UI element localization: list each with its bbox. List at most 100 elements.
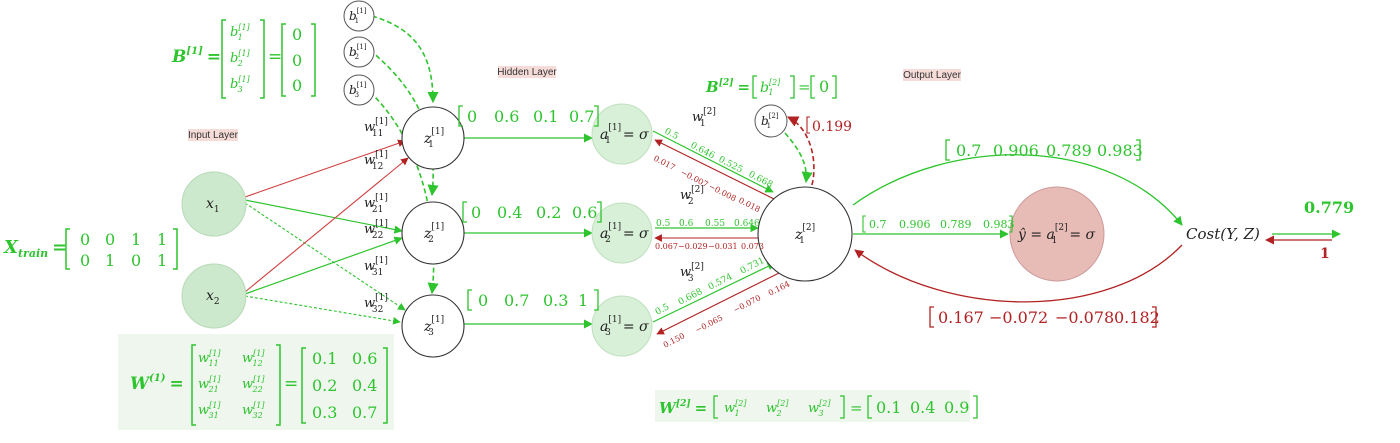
w2-val-3: 0.9 (944, 398, 969, 417)
edge-zout-a3-grad (656, 269, 786, 335)
svg-text:0.646: 0.646 (734, 219, 760, 229)
w1-r1c1: 0.1 (312, 349, 337, 368)
bias2-arrow (369, 49, 439, 197)
x2-label: x2 (206, 288, 220, 307)
bias-arrows (369, 15, 815, 295)
svg-text:w[1]12: w[1]12 (242, 349, 265, 368)
svg-text:0.983: 0.983 (1097, 141, 1143, 160)
edge-x2-z3 (244, 295, 401, 325)
svg-text:0.150: 0.150 (662, 331, 686, 349)
svg-text:−0.072: −0.072 (989, 308, 1048, 327)
input-layer-tag (188, 129, 238, 141)
svg-text:0.789: 0.789 (1046, 141, 1092, 160)
bottom-arc-vector: 0.167 −0.072 −0.078 0.182 (929, 306, 1160, 328)
a3-node (591, 295, 653, 357)
svg-text:b[1]3: b[1]3 (230, 75, 251, 94)
x1-node (181, 171, 247, 237)
z2-label: z[1]2 (423, 222, 444, 245)
yhat-label: ŷ = a[2]1= σ (1017, 223, 1096, 246)
input-layer-label: Input Layer (188, 130, 239, 141)
xtrain-r1c3: 1 (131, 230, 141, 249)
svg-text:w[1]22: w[1]22 (242, 375, 265, 394)
w1-r2c2: 0.4 (352, 376, 377, 395)
z2-vec-2: 0.2 (536, 203, 561, 222)
svg-text:0.017: 0.017 (652, 154, 676, 172)
svg-text:−0.029: −0.029 (678, 242, 708, 251)
svg-text:0.7: 0.7 (869, 218, 887, 231)
a2-label: a[1]2= σ (600, 222, 649, 245)
w3-out-label: w[2]3 (680, 262, 704, 284)
b2-label: b[1]2 (349, 43, 367, 61)
cost-label: Cost(Y, Z) (1186, 225, 1260, 243)
hidden-layer-label: Hidden Layer (497, 67, 557, 78)
svg-text:b[1]1: b[1]1 (230, 23, 251, 42)
z2-vec-3: 0.6 (572, 203, 597, 222)
hidden-layer-tag (498, 66, 556, 78)
b1-val-2: 0 (292, 51, 302, 70)
svg-text:w[2]2: w[2]2 (766, 399, 789, 418)
svg-text:0.5: 0.5 (663, 127, 681, 143)
svg-text:−0.065: −0.065 (694, 313, 724, 334)
b-out-grad-value: 0.199 (812, 119, 852, 135)
b1-val-3: 0 (292, 76, 302, 95)
svg-text:w[1]11: w[1]11 (198, 349, 221, 368)
a1-node (591, 103, 653, 165)
forward-arc (852, 154, 1183, 226)
svg-text:0.789: 0.789 (940, 218, 972, 231)
svg-text:0.983: 0.983 (983, 218, 1015, 231)
bias3-arrow (369, 91, 439, 295)
svg-text:b[2]1: b[2]1 (760, 78, 781, 97)
svg-text:0.668: 0.668 (677, 287, 705, 308)
svg-text:0.5: 0.5 (654, 302, 672, 318)
b2-val: 0 (819, 77, 829, 96)
cost-value: 0.779 (1304, 198, 1354, 217)
weight-labels: w[1]11 w[1]12 w[1]21 w[1]22 w[1]31 w[1]3… (364, 107, 716, 315)
xtrain-r2c4: 1 (157, 251, 167, 270)
yhat-node (1009, 186, 1105, 282)
b1-label: b[1]1 (349, 7, 367, 25)
svg-text:0.55: 0.55 (705, 219, 725, 229)
w11-label: w[1]11 (364, 117, 388, 139)
svg-text:0.067: 0.067 (655, 242, 678, 251)
node-labels: x1 x2 z[1]1 z[1]2 z[1]3 a[1]1= σ a[1]2= … (206, 7, 1260, 338)
svg-text:w[2]3: w[2]3 (808, 399, 831, 418)
b-out-gradient: 0.199 (806, 116, 852, 135)
z3-vec-1: 0.7 (504, 291, 529, 310)
svg-text:0.167: 0.167 (938, 308, 984, 327)
w21-label: w[1]21 (364, 193, 388, 215)
b-out-node (754, 104, 788, 138)
svg-text:0.182: 0.182 (1114, 308, 1160, 327)
a3-edge-values: 0.5 0.668 0.574 0.731 0.150 −0.065 −0.07… (654, 256, 791, 350)
svg-text:=: = (284, 374, 298, 394)
svg-text:=: = (798, 78, 811, 96)
xtrain-r2c3: 0 (131, 251, 141, 270)
svg-text:w[1]32: w[1]32 (242, 401, 265, 420)
z3-vec-2: 0.3 (543, 291, 568, 310)
bias-out-arrow (784, 132, 813, 184)
bias-out-grad-arrow (786, 116, 815, 186)
b1-matrix: B[1]= b[1]1 b[1]2 b[1]3 = 0 0 0 (171, 19, 316, 99)
svg-text:0.018: 0.018 (737, 196, 761, 214)
xtrain-label: Xtrain= (3, 237, 67, 260)
z2-vec-1: 0.4 (497, 203, 522, 222)
svg-text:w[1]21: w[1]21 (198, 375, 221, 394)
w1-matrix-panel (118, 334, 394, 430)
svg-text:−0.031: −0.031 (708, 242, 738, 251)
backward-arc (854, 244, 1183, 303)
w1-matrix-label: W(1)= (130, 373, 184, 394)
x2-node (181, 263, 247, 329)
svg-text:0.073: 0.073 (741, 242, 764, 251)
a3-label: a[1]3= σ (600, 315, 649, 338)
z1-vec-3: 0.7 (569, 107, 594, 126)
w2-matrix-label: W[2]= (659, 399, 707, 417)
zout-label: z[2]1 (794, 223, 815, 246)
edge-x1-z1 (244, 139, 406, 198)
target-value: 1 (1320, 246, 1330, 262)
bias1-arrow (371, 15, 439, 104)
w1-r3c1: 0.3 (312, 403, 337, 422)
z1-vec-2: 0.1 (533, 107, 558, 126)
hidden-vectors: 0 0.6 0.1 0.7 0 0.4 0.2 0.6 0 0.7 0.3 1 (458, 105, 602, 311)
w1-matrix: W(1)= w[1]11 w[1]12 w[1]21 w[1]22 w[1]31… (130, 344, 388, 426)
svg-text:0.906: 0.906 (899, 218, 931, 231)
